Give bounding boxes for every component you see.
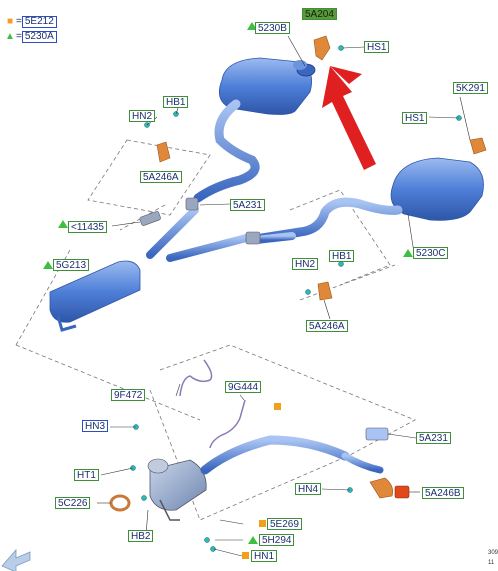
orange-square-icon: ■ — [6, 16, 14, 27]
callout-5C226[interactable]: 5C226 — [55, 497, 91, 509]
callout-5G213[interactable]: 5G213 — [53, 259, 90, 271]
center-resonator — [49, 260, 141, 332]
callout-5A246A-mid[interactable]: 5A246A — [306, 320, 348, 332]
back-arrow-icon[interactable] — [1, 548, 31, 571]
legend-label: 5230A — [21, 31, 57, 43]
front-pipe-assembly — [147, 427, 389, 521]
callout-5230B[interactable]: 5230B — [255, 22, 290, 34]
callout-HN4[interactable]: HN4 — [295, 483, 322, 495]
callout-HS1-top[interactable]: HS1 — [364, 41, 390, 53]
green-triangle-icon: ▲ — [5, 31, 15, 42]
leader-lines — [97, 35, 471, 557]
gasket-ring — [109, 494, 131, 512]
callout-HN3[interactable]: HN3 — [82, 420, 109, 432]
part-markers — [43, 22, 413, 559]
callout-11435[interactable]: <11435 — [68, 221, 107, 233]
callout-5A231-mid[interactable]: 5A231 — [230, 199, 265, 211]
center-twin-pipes — [146, 206, 296, 262]
callout-9G444[interactable]: 9G444 — [225, 381, 262, 393]
highlight-arrow — [322, 66, 376, 170]
callout-9F472[interactable]: 9F472 — [111, 389, 146, 401]
hanger-brackets — [156, 35, 487, 301]
callout-5230C[interactable]: 5230C — [413, 247, 449, 259]
callout-HT1[interactable]: HT1 — [74, 469, 99, 481]
corner-code-2: 11 — [488, 560, 495, 566]
callout-5H294[interactable]: 5H294 — [259, 534, 295, 546]
callout-5A204[interactable]: 5A204 — [302, 8, 337, 20]
callout-HB1-left[interactable]: HB1 — [163, 96, 189, 108]
callout-HB2[interactable]: HB2 — [128, 530, 154, 542]
callout-HS1-right[interactable]: HS1 — [402, 112, 428, 124]
callout-5A246A-left[interactable]: 5A246A — [140, 171, 182, 183]
callout-HN1[interactable]: HN1 — [251, 550, 278, 562]
right-intermediate-pipe — [257, 197, 403, 243]
legend-item-square: ■=5E212 — [4, 16, 57, 28]
callout-HN2-left[interactable]: HN2 — [129, 110, 156, 122]
callout-5A246B[interactable]: 5A246B — [422, 487, 464, 499]
callout-HB1-mid[interactable]: HB1 — [329, 250, 355, 262]
front-hanger-bracket — [369, 477, 410, 499]
rear-muffler-upper — [218, 57, 316, 115]
legend-item-triangle: ▲=5230A — [4, 31, 57, 43]
pipe-clamps — [139, 197, 261, 245]
callout-5A231-low[interactable]: 5A231 — [416, 432, 451, 444]
callout-HN2-mid[interactable]: HN2 — [292, 258, 319, 270]
callout-5E269[interactable]: 5E269 — [267, 518, 302, 530]
fasteners — [130, 45, 462, 552]
sensor-wiring — [179, 359, 246, 449]
legend-label: 5E212 — [21, 16, 57, 28]
left-intermediate-pipe — [193, 99, 260, 203]
rear-muffler-right — [390, 157, 484, 221]
callout-5K291[interactable]: 5K291 — [453, 82, 488, 94]
corner-code-1: 309 — [488, 550, 498, 556]
